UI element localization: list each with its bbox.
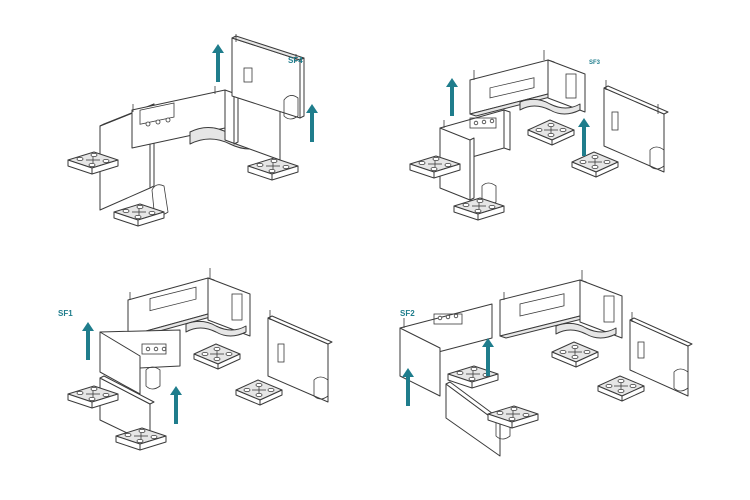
foot-plate: [551, 341, 599, 368]
arrow-up-icon: [212, 44, 224, 82]
foot-plate: [193, 343, 241, 370]
foot-plate: [597, 375, 645, 402]
arrow-up-icon: [306, 104, 318, 142]
clip: [243, 67, 253, 83]
screw: [145, 121, 151, 127]
arrow-up-icon: [578, 118, 590, 156]
foot-plate: [527, 119, 575, 146]
foot-plate: [235, 379, 283, 406]
floor-piece: [519, 98, 581, 115]
step-label-sf3: SF3: [589, 60, 601, 66]
slot: [489, 77, 535, 99]
foot-plate: [571, 151, 619, 178]
arrow-up-icon: [170, 386, 182, 424]
step-label-sf1: SF1: [58, 309, 73, 318]
step-sf1-figure: SF1: [58, 268, 333, 451]
clip: [611, 111, 619, 131]
foot-plate: [453, 197, 505, 221]
step-sf2-figure: SF2: [399, 270, 693, 457]
foot-plate: [247, 157, 299, 181]
arrow-up-icon: [82, 322, 94, 360]
arrow-up-icon: [446, 78, 458, 116]
screw: [165, 117, 171, 123]
step-label-sf2: SF2: [400, 309, 415, 318]
foot-plate: [113, 203, 165, 227]
foot-plate: [447, 365, 499, 389]
side-leg: [99, 331, 141, 395]
step-sf3-figure: SF3: [409, 50, 669, 221]
step-sf4-figure: SF4: [67, 34, 318, 227]
step-label-sf4: SF4: [288, 56, 303, 65]
lifted-panel-edge: [299, 57, 305, 119]
screw: [155, 119, 161, 125]
